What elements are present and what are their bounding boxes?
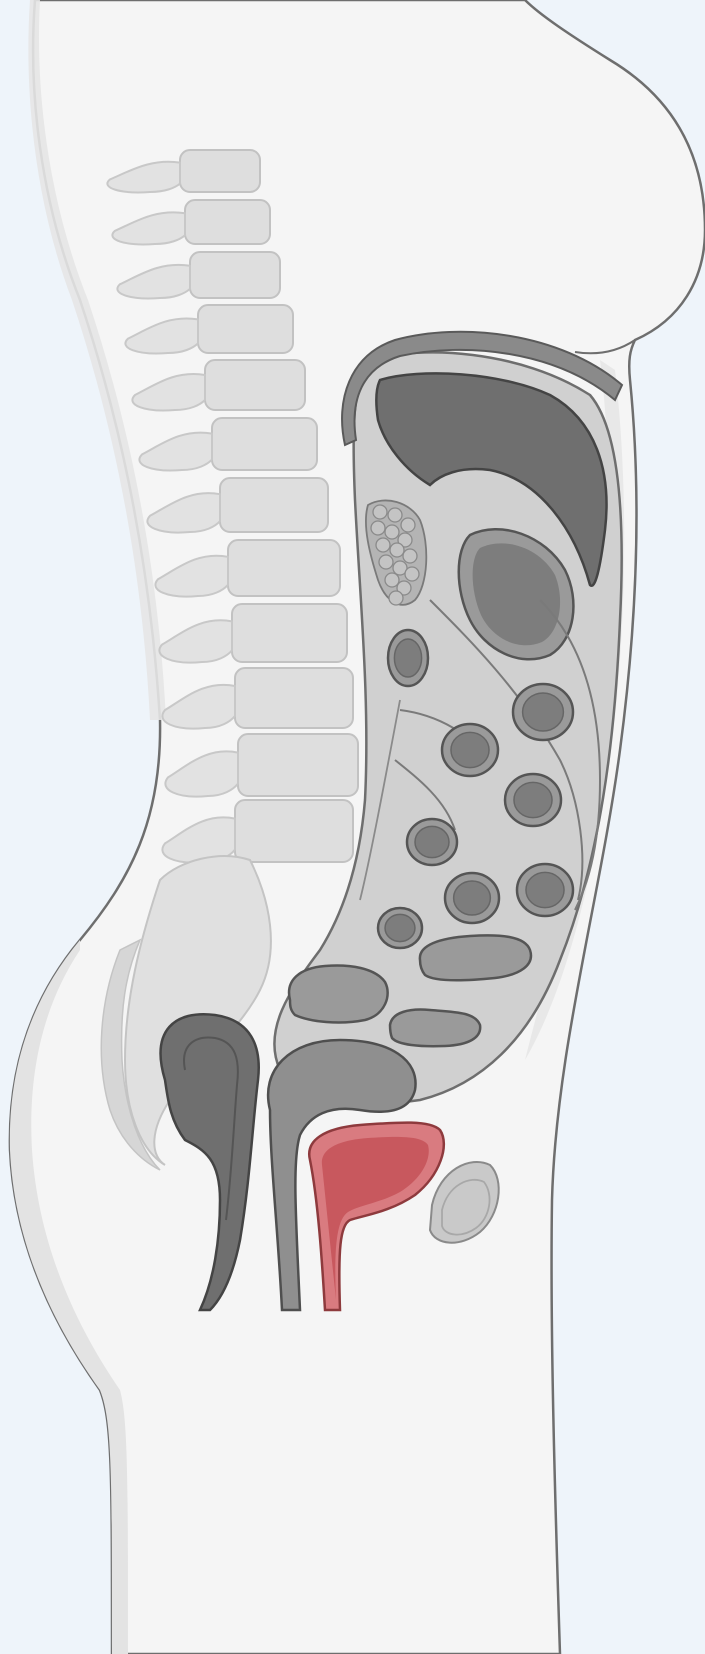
intestine-loop <box>390 1010 480 1047</box>
intestine-lumen <box>415 826 449 857</box>
pancreas-lobule <box>405 567 419 581</box>
pancreas-lobule <box>385 573 399 587</box>
pancreas-lobule <box>389 591 403 605</box>
pancreas-lobule <box>379 555 393 569</box>
pancreas-lobule <box>371 521 385 535</box>
vertebra-body <box>235 800 353 862</box>
pancreas-lobule <box>390 543 404 557</box>
pancreas-lobule <box>401 518 415 532</box>
pancreas-lobule <box>388 508 402 522</box>
vertebra-body <box>228 540 340 596</box>
vertebra-body <box>190 252 280 298</box>
intestine-lumen <box>523 693 564 731</box>
intestine-lumen <box>385 914 415 941</box>
pancreas-lobule <box>376 538 390 552</box>
intestine-lumen <box>514 782 552 817</box>
vertebra-body <box>205 360 305 410</box>
intestine-lumen <box>394 639 421 677</box>
vertebra-body <box>232 604 347 662</box>
intestine-loop <box>289 966 388 1023</box>
vertebra-body <box>238 734 358 796</box>
vertebra-body <box>198 305 293 353</box>
pancreas-lobule <box>403 549 417 563</box>
intestine-loop <box>420 935 531 980</box>
pancreas-lobule <box>373 505 387 519</box>
intestine-lumen <box>526 872 564 907</box>
body-outline <box>10 0 705 1654</box>
pancreas-lobule <box>385 525 399 539</box>
vertebra-body <box>212 418 317 470</box>
intestine-lumen <box>451 732 489 767</box>
vertebra-body <box>185 200 270 244</box>
intestine-lumen <box>454 881 491 915</box>
vertebra-body <box>220 478 328 532</box>
vertebra-body <box>235 668 353 728</box>
vertebra-body <box>180 150 260 192</box>
